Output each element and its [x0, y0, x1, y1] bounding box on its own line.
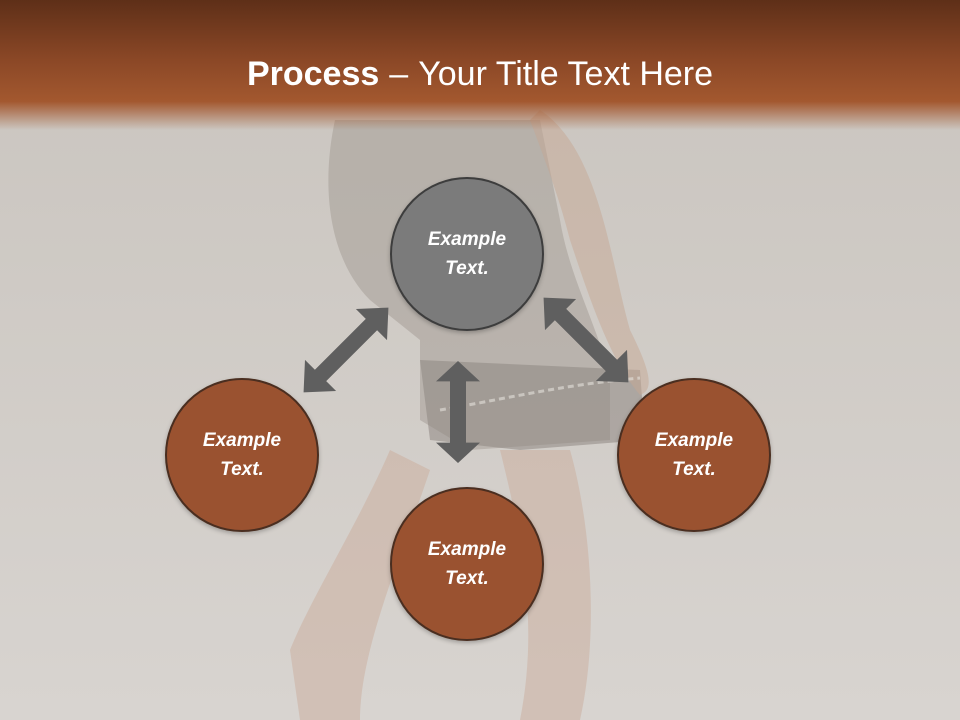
process-node-right[interactable]: Example Text. [617, 378, 771, 532]
header-band [0, 0, 960, 130]
double-headed-arrow-icon [436, 361, 480, 463]
node-top-line1: Example [427, 229, 507, 250]
node-bottom-line2: Text. [445, 568, 489, 589]
process-node-bottom[interactable]: Example Text. [390, 487, 544, 641]
node-right-line2: Text. [672, 459, 716, 480]
node-top-line2: Text. [445, 258, 489, 279]
node-left-line2: Text. [220, 459, 264, 480]
slide-title: Process–Your Title Text Here [0, 52, 960, 96]
node-left-line1: Example [202, 430, 282, 451]
process-node-top[interactable]: Example Text. [390, 177, 544, 331]
node-right-line1: Example [654, 430, 734, 451]
title-separator: – [389, 55, 409, 93]
double-headed-arrow-icon [528, 282, 644, 398]
double-headed-arrow-icon [288, 292, 404, 408]
title-rest: Your Title Text Here [418, 55, 714, 93]
title-bold: Process [246, 55, 380, 93]
node-bottom-line1: Example [427, 539, 507, 560]
process-node-left[interactable]: Example Text. [165, 378, 319, 532]
